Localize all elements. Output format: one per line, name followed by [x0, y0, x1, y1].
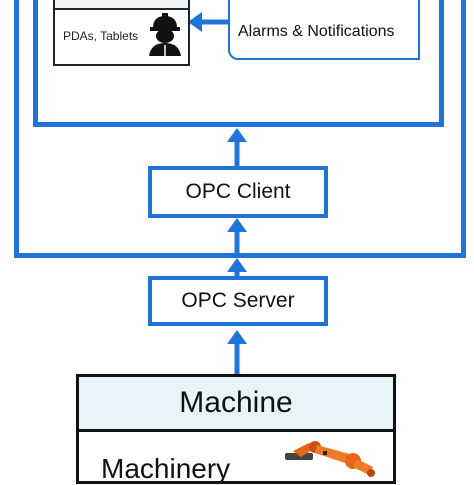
devices-label: PDAs, Tablets: [63, 29, 139, 43]
opc-client-label: OPC Client: [185, 180, 291, 203]
alarms-box: Alarms & Notifications: [228, 0, 420, 60]
outer-system-frame: [14, 0, 466, 258]
machine-box: Machine Machinery: [76, 374, 396, 484]
alarms-label: Alarms & Notifications: [238, 23, 395, 40]
arrowhead-client-to-frame: [227, 128, 247, 142]
devices-header-strip: [55, 0, 188, 10]
machine-header: Machine: [79, 377, 393, 432]
machinery-label: Machinery: [101, 453, 231, 484]
inner-client-frame: [33, 0, 444, 127]
devices-box: PDAs, Tablets: [53, 0, 190, 66]
robot-arm-icon: [285, 441, 375, 477]
machine-label: Machine: [179, 386, 293, 419]
arrowhead-machine-to-server: [227, 330, 247, 344]
worker-icon: [149, 13, 181, 56]
opc-server-label: OPC Server: [181, 289, 295, 312]
arrowhead-server-to-frame: [227, 258, 247, 272]
arrowhead-alarms-to-devices: [188, 12, 202, 32]
opc-client-box: OPC Client: [148, 166, 328, 218]
connector-arrows: [188, 12, 247, 374]
opc-server-box: OPC Server: [148, 276, 328, 326]
arrowhead-frame-to-client: [227, 218, 247, 232]
